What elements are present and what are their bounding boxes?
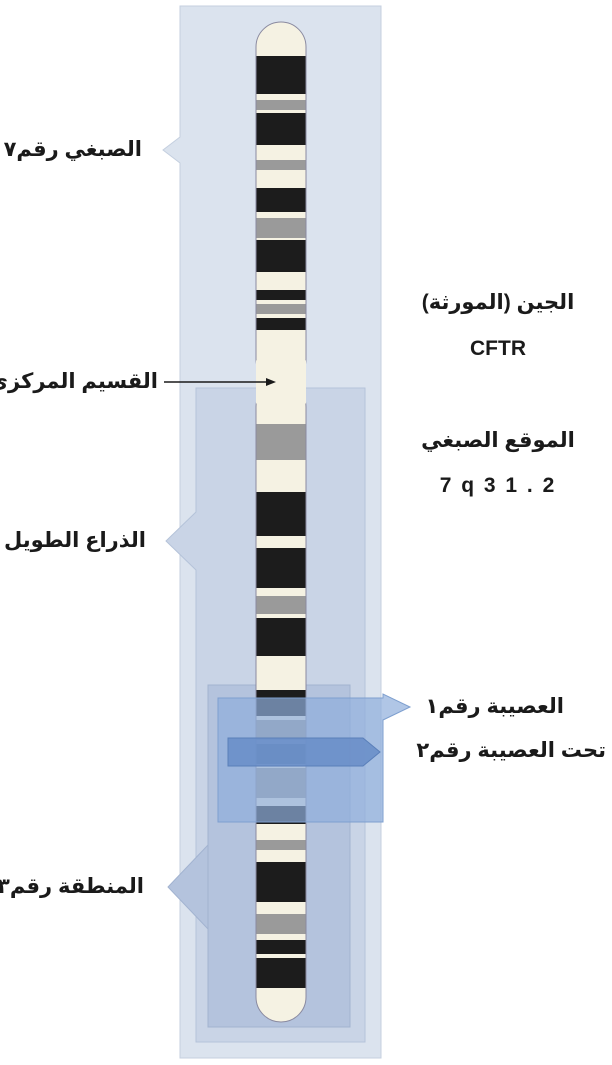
sub-band-arrow [227, 737, 381, 767]
label-chromosome: الصبغي رقم٧ [3, 138, 142, 161]
centromere-pointer-arrowhead [266, 378, 276, 386]
label-sub-band: تحت العصيبة رقم٢ [416, 739, 606, 762]
chromosome-p-arm [256, 22, 306, 384]
label-locus-title: الموقع الصبغي [421, 429, 575, 452]
label-band: العصيبة رقم١ [425, 695, 564, 718]
label-gene-title: الجين (المورثة) [421, 291, 575, 314]
label-locus-value: 7 q 3 1 . 2 [439, 474, 557, 497]
label-gene-name: CFTR [470, 337, 526, 360]
centromere [256, 360, 306, 404]
label-long-arm: الذراع الطويل [3, 529, 146, 552]
label-centromere: القسيم المركزي [0, 370, 158, 393]
label-region: المنطقة رقم٣ [0, 875, 144, 898]
